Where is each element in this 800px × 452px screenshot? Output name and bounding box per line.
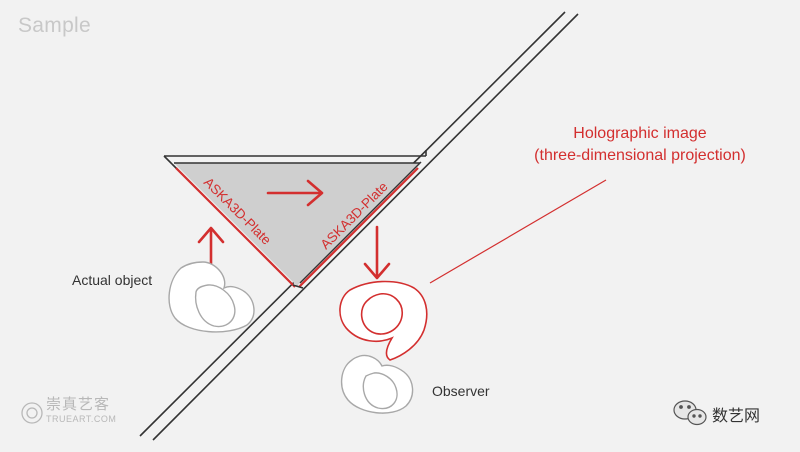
holographic-leader-line <box>429 179 607 284</box>
observer-label: Observer <box>432 383 490 399</box>
holographic-label: Holographic image (three-dimensional pro… <box>470 123 800 167</box>
actual-object-label: Actual object <box>72 272 153 288</box>
watermark-trueart: 崇真艺客 TRUEART.COM <box>46 396 117 426</box>
arrow-right <box>266 179 324 207</box>
holographic-image-shape <box>339 280 428 361</box>
arrow-down <box>363 225 391 280</box>
plate-right-edge <box>298 167 419 288</box>
wechat-icon <box>673 400 707 426</box>
holographic-label-line1: Holographic image <box>573 125 707 142</box>
plate-housing <box>163 150 427 289</box>
holographic-label-line2: (three-dimensional projection) <box>534 147 746 164</box>
watermark-shuyiwang-cn: 数艺网 <box>712 408 761 425</box>
sample-label: Sample <box>18 14 92 37</box>
trueart-logo-icon <box>21 402 43 424</box>
watermark-shuyiwang: 数艺网 <box>712 402 760 426</box>
watermark-trueart-cn: 崇真艺客 <box>46 396 111 413</box>
plate-left-edge <box>175 167 296 288</box>
actual-object-shape <box>168 261 255 333</box>
observer-shape <box>341 354 414 414</box>
watermark-trueart-en: TRUEART.COM <box>46 414 117 424</box>
